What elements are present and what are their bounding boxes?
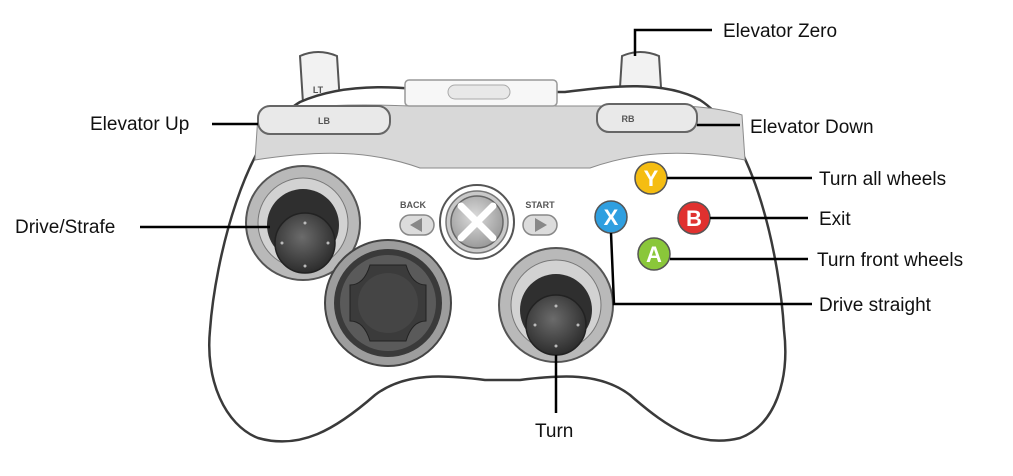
label-drive-straight: Drive straight: [819, 295, 932, 316]
start-label: START: [525, 200, 555, 210]
a-button: A: [637, 237, 671, 271]
start-arrow-icon: [535, 218, 547, 232]
right-stick: [498, 247, 614, 363]
label-elevator-up: Elevator Up: [90, 114, 189, 135]
back-label: BACK: [400, 200, 426, 210]
start-button: START: [522, 200, 558, 236]
label-turn: Turn: [535, 421, 573, 442]
back-arrow-icon: [410, 218, 422, 232]
lt-trigger: LT: [298, 51, 342, 104]
rb-label: RB: [622, 114, 635, 124]
d-pad: [324, 239, 452, 367]
b-button: B: [677, 201, 711, 235]
left-stick: [245, 165, 361, 281]
label-drive-strafe: Drive/Strafe: [15, 217, 115, 238]
y-button: Y: [634, 161, 668, 195]
label-elevator-down: Elevator Down: [750, 117, 874, 138]
callout-lines: [140, 28, 812, 413]
lb-bumper: LB: [257, 105, 391, 135]
leader-drive-straight: [609, 232, 812, 306]
label-turn-front-wheels: Turn front wheels: [817, 250, 963, 271]
label-elevator-zero: Elevator Zero: [723, 21, 837, 42]
svg-text:X: X: [604, 205, 619, 230]
svg-text:Y: Y: [644, 166, 659, 191]
label-exit: Exit: [819, 209, 851, 230]
back-button: BACK: [399, 200, 435, 236]
rb-bumper: RB: [596, 103, 698, 133]
svg-text:B: B: [686, 206, 702, 231]
x-button: X: [594, 200, 628, 234]
lt-label: LT: [313, 85, 324, 95]
guide-button: [439, 184, 515, 260]
label-turn-all-wheels: Turn all wheels: [819, 169, 946, 190]
svg-text:A: A: [646, 242, 662, 267]
leader-elevator-zero: [633, 28, 712, 56]
lb-label: LB: [318, 116, 330, 126]
xbox-logo-icon: [457, 202, 497, 242]
